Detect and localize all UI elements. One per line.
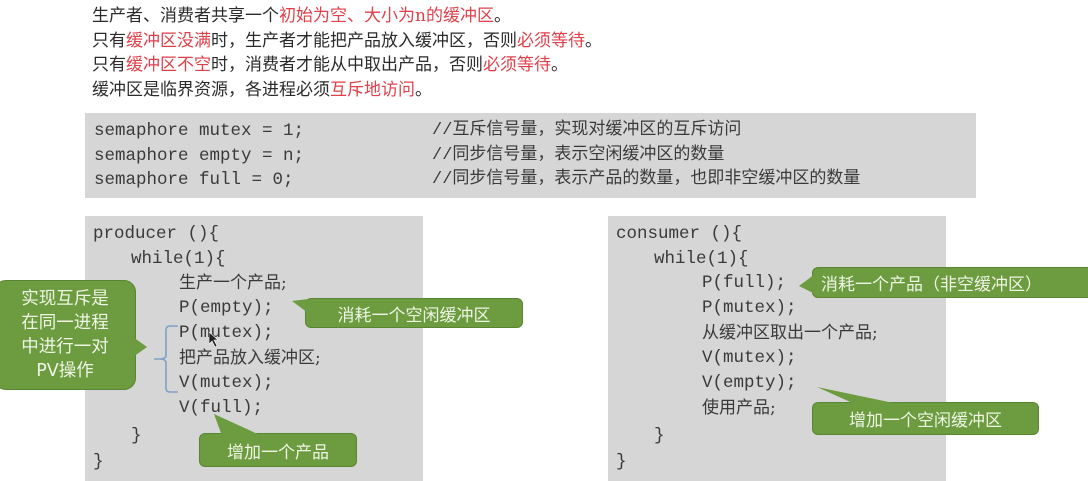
code-line: producer (){ [93,224,220,244]
comment-mutex: //互斥信号量，实现对缓冲区的互斥访问 [432,121,742,140]
callout-pointer-icon [292,299,308,313]
semaphore-empty: semaphore empty = n; [94,144,304,168]
intro-line-4: 缓冲区是临界资源，各进程必须互斥地访问。 [92,78,602,103]
callout-p-empty: 消耗一个空闲缓冲区 [292,298,523,328]
text: 。 [493,6,511,26]
callout-mutex-note: 实现互斥是 在同一进程 中进行一对 PV操作 [0,280,147,390]
semaphore-declarations: semaphore mutex = 1; semaphore empty = n… [85,113,976,198]
code-line: 生产一个产品; [179,273,287,293]
text: 。 [551,55,568,75]
code-text: semaphore empty = n; [94,146,305,166]
code-line: } [93,452,104,472]
callout-pointer-icon [214,414,262,436]
highlight-text: 初始为空、大小为n的缓冲区 [279,6,494,26]
code-line: V(empty); [702,373,797,393]
callout-text: 增加一个空闲缓冲区 [849,411,1002,431]
highlight-text: 互斥地访问 [330,79,415,100]
callout-pointer-icon [817,387,903,405]
semaphore-mutex: semaphore mutex = 1; [94,119,304,143]
callout-pointer-icon [133,337,147,357]
brace-icon [154,325,178,393]
code-line: while(1){ [131,249,226,269]
consumer-code: consumer (){ while(1){ P(full); P(mutex)… [608,216,946,481]
callout-text: 实现互斥是 [21,289,109,309]
highlight-text: 缓冲区不空 [126,55,211,75]
text: 生产者、消费者共享一个 [92,6,279,26]
callout-text: 增加一个产品 [227,442,329,463]
callout-v-empty: 增加一个空闲缓冲区 [812,387,1039,435]
text: 时，生产者才能把产品放入缓冲区，否则 [211,30,517,51]
intro-line-3: 只有缓冲区不空时，消费者才能从中取出产品，否则必须等待。 [92,53,602,78]
code-line: P(mutex); [179,323,274,343]
text: 时，消费者才能从中取出产品，否则 [211,55,483,75]
text: 。 [585,30,602,51]
text: 缓冲区是临界资源，各进程必须 [92,79,330,100]
text: 只有 [92,55,126,75]
code-line: P(empty); [179,298,274,318]
code-line: 把产品放入缓冲区; [179,348,321,368]
comment-full: //同步信号量，表示产品的数量，也即非空缓冲区的数量 [432,170,861,189]
text: 只有 [92,30,126,51]
semaphore-full: semaphore full = 0; [94,168,294,192]
code-line: 从缓冲区取出一个产品; [702,323,878,343]
code-line: V(full); [179,398,264,418]
text: 。 [415,79,432,100]
callout-text: 消耗一个空闲缓冲区 [337,305,491,326]
code-line: P(full); [702,273,787,293]
callout-text: 消耗一个产品（非空缓冲区） [821,275,1042,295]
intro-text: 生产者、消费者共享一个初始为空、大小为n的缓冲区。 只有缓冲区没满时，生产者才能… [92,4,602,102]
code-line: } [131,426,142,446]
comment-empty: //同步信号量，表示空闲缓冲区的数量 [432,146,725,165]
callout-text: PV操作 [36,361,94,381]
intro-line-2: 只有缓冲区没满时，生产者才能把产品放入缓冲区，否则必须等待。 [92,29,602,54]
callout-text: 在同一进程 [21,313,109,333]
code-line: } [616,452,627,472]
code-line: } [654,426,665,446]
code-line: P(mutex); [702,298,797,318]
code-line: consumer (){ [616,224,743,244]
callout-v-full: 增加一个产品 [199,414,357,467]
callout-p-full: 消耗一个产品（非空缓冲区） [799,267,1088,298]
code-line: V(mutex); [702,348,797,368]
code-line: while(1){ [654,249,749,269]
highlight-text: 缓冲区没满 [126,30,211,51]
code-line: 使用产品; [702,398,776,418]
mouse-cursor-icon [209,332,219,348]
intro-line-1: 生产者、消费者共享一个初始为空、大小为n的缓冲区。 [92,4,602,29]
code-line: V(mutex); [179,373,274,393]
highlight-text: 必须等待 [517,30,585,51]
callout-pointer-icon [799,274,815,294]
callout-text: 中进行一对 [21,337,109,357]
code-text: semaphore full = 0; [94,170,294,190]
highlight-text: 必须等待 [483,55,551,75]
code-text: semaphore mutex = 1; [94,121,305,141]
